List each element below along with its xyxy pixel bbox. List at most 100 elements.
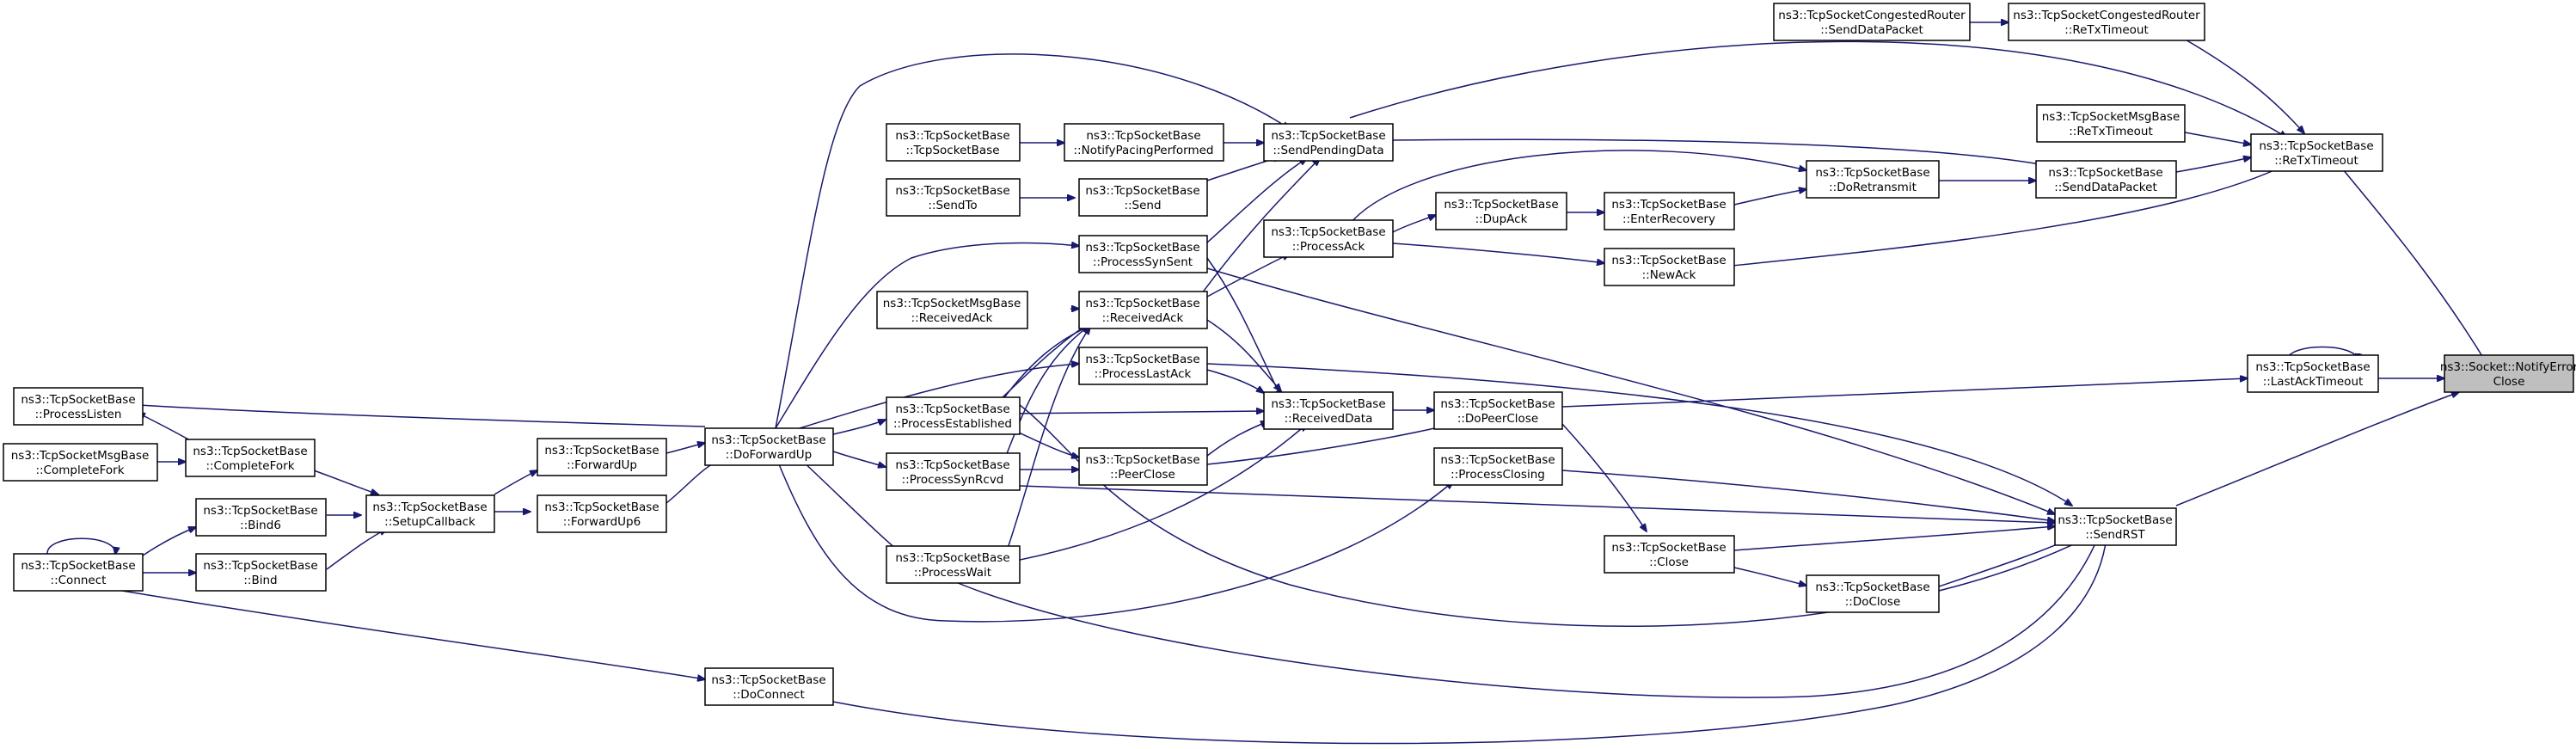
node-received-ack[interactable]: ns3::TcpSocketBase ::ReceivedAck <box>1078 291 1208 329</box>
svg-text:::SendDataPacket: ::SendDataPacket <box>1820 23 1923 37</box>
edge-wait-receivedack <box>1002 327 1090 564</box>
node-process-wait[interactable]: ns3::TcpSocketBase ::ProcessWait <box>886 545 1021 584</box>
edge-processack-newack <box>1392 243 1604 263</box>
edge-connect-self <box>46 537 115 555</box>
svg-text:ns3::TcpSocketBase: ns3::TcpSocketBase <box>711 433 825 447</box>
svg-text:::ProcessEstablished: ::ProcessEstablished <box>893 417 1012 431</box>
edge-dopeerclose-close <box>1561 423 1647 531</box>
node-process-ack[interactable]: ns3::TcpSocketBase ::ProcessAck <box>1263 219 1394 258</box>
node-notify-error-close[interactable]: ns3::Socket::NotifyError Close <box>2440 354 2576 393</box>
svg-text:::CompleteFork: ::CompleteFork <box>205 459 294 473</box>
node-last-ack-timeout[interactable]: ns3::TcpSocketBase ::LastAckTimeout <box>2247 354 2379 393</box>
node-notify-pacing-performed[interactable]: ns3::TcpSocketBase ::NotifyPacingPerform… <box>1064 123 1224 162</box>
svg-text:ns3::TcpSocketBase: ns3::TcpSocketBase <box>1611 254 1726 267</box>
node-cr-send-data-packet[interactable]: ns3::TcpSocketCongestedRouter ::SendData… <box>1773 3 1971 41</box>
svg-text:ns3::TcpSocketBase: ns3::TcpSocketBase <box>193 445 307 458</box>
node-send-to[interactable]: ns3::TcpSocketBase ::SendTo <box>886 178 1021 217</box>
svg-text:::ProcessWait: ::ProcessWait <box>914 566 991 580</box>
svg-text:ns3::TcpSocketBase: ns3::TcpSocketBase <box>1611 198 1726 212</box>
edge-sendpending-retx <box>1349 40 2287 138</box>
node-process-last-ack[interactable]: ns3::TcpSocketBase ::ProcessLastAck <box>1078 347 1208 385</box>
node-send[interactable]: ns3::TcpSocketBase ::Send <box>1078 178 1208 217</box>
svg-text:::ForwardUp6: ::ForwardUp6 <box>563 515 641 529</box>
node-new-ack[interactable]: ns3::TcpSocketBase ::NewAck <box>1604 248 1735 286</box>
svg-text:ns3::TcpSocketBase: ns3::TcpSocketBase <box>1815 166 1929 180</box>
edge-close-doclose <box>1733 567 1806 586</box>
nodes: ns3::Socket::NotifyError Close ns3::TcpS… <box>3 3 2576 706</box>
edge-forwardup-processlisten <box>126 404 706 427</box>
svg-text:ns3::TcpSocketBase: ns3::TcpSocketBase <box>1440 453 1555 467</box>
svg-text:ns3::TcpSocketBase: ns3::TcpSocketBase <box>895 129 1009 143</box>
edge-retx-notify <box>2338 163 2487 365</box>
node-connect[interactable]: ns3::TcpSocketBase ::Connect <box>13 553 144 592</box>
node-process-syn-sent[interactable]: ns3::TcpSocketBase ::ProcessSynSent <box>1078 235 1208 273</box>
node-process-established[interactable]: ns3::TcpSocketBase ::ProcessEstablished <box>886 396 1021 435</box>
edge-established-receiveddata <box>1002 411 1264 414</box>
node-msg-complete-fork[interactable]: ns3::TcpSocketMsgBase ::CompleteFork <box>3 443 158 482</box>
node-msg-retx-timeout[interactable]: ns3::TcpSocketMsgBase ::ReTxTimeout <box>2036 104 2186 143</box>
svg-text:::SendPendingData: ::SendPendingData <box>1273 144 1383 157</box>
edge-receivedack-sendpending <box>1199 158 1320 298</box>
edge-forwardup-synrcvd <box>832 451 886 467</box>
edge-dopeerclose-lastacktimeout <box>1561 378 2248 408</box>
node-do-retransmit[interactable]: ns3::TcpSocketBase ::DoRetransmit <box>1806 160 1940 199</box>
svg-text:::CompleteFork: ::CompleteFork <box>35 464 124 477</box>
edge-peerclose-dopeerclose <box>1206 424 1453 465</box>
node-peer-close[interactable]: ns3::TcpSocketBase ::PeerClose <box>1078 447 1208 486</box>
node-process-closing[interactable]: ns3::TcpSocketBase ::ProcessClosing <box>1433 447 1563 486</box>
edge-doclose-sendrst <box>1938 537 2072 587</box>
svg-text:::Close: ::Close <box>1649 556 1689 569</box>
node-enter-recovery[interactable]: ns3::TcpSocketBase ::EnterRecovery <box>1604 192 1735 230</box>
node-process-syn-rcvd[interactable]: ns3::TcpSocketBase ::ProcessSynRcvd <box>886 452 1021 491</box>
svg-text:ns3::TcpSocketBase: ns3::TcpSocketBase <box>203 559 317 573</box>
node-forward-up[interactable]: ns3::TcpSocketBase ::ForwardUp <box>537 438 667 476</box>
edge-synsent-sendrst <box>1206 267 2055 514</box>
node-close[interactable]: ns3::TcpSocketBase ::Close <box>1604 535 1735 574</box>
svg-text:::SendDataPacket: ::SendDataPacket <box>2054 181 2157 194</box>
svg-text:ns3::TcpSocketMsgBase: ns3::TcpSocketMsgBase <box>11 449 150 463</box>
svg-text:::SetupCallback: ::SetupCallback <box>384 515 475 529</box>
node-do-forward-up[interactable]: ns3::TcpSocketBase ::DoForwardUp <box>704 427 834 466</box>
node-cr-retx-timeout[interactable]: ns3::TcpSocketCongestedRouter ::ReTxTime… <box>2008 3 2205 41</box>
node-retx-timeout[interactable]: ns3::TcpSocketBase ::ReTxTimeout <box>2250 133 2383 172</box>
node-dup-ack[interactable]: ns3::TcpSocketBase ::DupAck <box>1435 192 1567 230</box>
svg-text:ns3::TcpSocketBase: ns3::TcpSocketBase <box>895 551 1009 565</box>
edge-msgretx-retx <box>2184 132 2251 144</box>
svg-text:::ProcessAck: ::ProcessAck <box>1292 240 1365 254</box>
node-send-data-packet[interactable]: ns3::TcpSocketBase ::SendDataPacket <box>2035 160 2177 199</box>
svg-text:ns3::TcpSocketBase: ns3::TcpSocketBase <box>895 402 1009 416</box>
svg-text:::EnterRecovery: ::EnterRecovery <box>1622 212 1715 226</box>
svg-text:ns3::TcpSocketBase: ns3::TcpSocketBase <box>372 500 487 514</box>
svg-text:::ReceivedData: ::ReceivedData <box>1285 412 1373 426</box>
node-msg-received-ack[interactable]: ns3::TcpSocketMsgBase ::ReceivedAck <box>876 291 1028 329</box>
node-do-close[interactable]: ns3::TcpSocketBase ::DoClose <box>1806 574 1940 613</box>
svg-text:::TcpSocketBase: ::TcpSocketBase <box>905 144 999 157</box>
node-do-peer-close[interactable]: ns3::TcpSocketBase ::DoPeerClose <box>1433 391 1563 430</box>
node-received-data[interactable]: ns3::TcpSocketBase ::ReceivedData <box>1263 391 1394 430</box>
edge-connect-doconnect <box>111 588 705 679</box>
node-send-rst[interactable]: ns3::TcpSocketBase ::SendRST <box>2054 507 2177 546</box>
node-tcp-socket-base-ctor[interactable]: ns3::TcpSocketBase ::TcpSocketBase <box>886 123 1021 162</box>
edge-established-receivedack <box>1002 322 1090 398</box>
node-process-listen[interactable]: ns3::TcpSocketBase ::ProcessListen <box>13 387 144 426</box>
node-bind[interactable]: ns3::TcpSocketBase ::Bind <box>195 553 327 592</box>
svg-text:::ProcessListen: ::ProcessListen <box>35 408 122 421</box>
svg-text:::DoConnect: ::DoConnect <box>733 688 805 702</box>
node-bind6[interactable]: ns3::TcpSocketBase ::Bind6 <box>195 498 327 537</box>
node-setup-callback[interactable]: ns3::TcpSocketBase ::SetupCallback <box>365 494 495 533</box>
svg-text:ns3::TcpSocketBase: ns3::TcpSocketBase <box>895 458 1009 472</box>
edge-forwardup-synsent <box>775 243 1079 429</box>
svg-text:ns3::TcpSocketBase: ns3::TcpSocketBase <box>1271 225 1385 239</box>
svg-text:::PeerClose: ::PeerClose <box>1110 468 1175 482</box>
svg-text:::ProcessLastAck: ::ProcessLastAck <box>1095 367 1192 381</box>
node-do-connect[interactable]: ns3::TcpSocketBase ::DoConnect <box>704 667 834 706</box>
node-forward-up6[interactable]: ns3::TcpSocketBase ::ForwardUp6 <box>537 494 667 533</box>
svg-text:ns3::TcpSocketBase: ns3::TcpSocketBase <box>2259 139 2373 153</box>
edge-processack-doretx <box>1349 150 1806 224</box>
edge-connect-bind6 <box>142 527 196 556</box>
svg-text:ns3::TcpSocketBase: ns3::TcpSocketBase <box>1444 198 1558 212</box>
node-send-pending-data[interactable]: ns3::TcpSocketBase ::SendPendingData <box>1263 123 1394 162</box>
svg-text:::ReTxTimeout: ::ReTxTimeout <box>2274 154 2358 168</box>
node-complete-fork[interactable]: ns3::TcpSocketBase ::CompleteFork <box>185 439 316 477</box>
svg-text:::Connect: ::Connect <box>51 574 107 587</box>
